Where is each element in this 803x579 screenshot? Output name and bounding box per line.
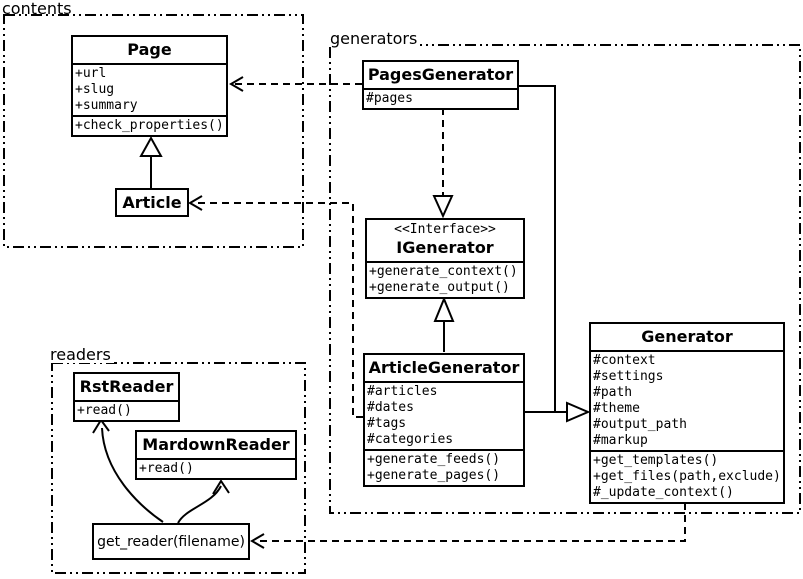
readers-package-border	[51, 362, 306, 574]
class-mardownreader: MardownReader +read()	[135, 430, 297, 480]
stereotype: <<Interface>>	[394, 222, 496, 237]
class-page: Page +url +slug +summary +check_properti…	[71, 35, 228, 137]
method: +get_files(path,exclude)	[593, 469, 781, 484]
attributes-compartment: #context #settings #path #theme #output_…	[591, 350, 783, 450]
generators-package-label: generators	[330, 30, 421, 47]
methods-compartment: +generate_feeds() +generate_pages()	[365, 449, 523, 485]
attribute: #path	[593, 385, 633, 400]
attribute: #settings	[593, 369, 664, 384]
class-generator: Generator #context #settings #path #them…	[589, 322, 785, 504]
class-title: MardownReader	[142, 435, 290, 454]
generalization-articlegenerator-to-igenerator	[433, 296, 455, 352]
attribute: #markup	[593, 433, 648, 448]
realization-pagesgenerator-to-igenerator	[432, 108, 454, 219]
class-title: ArticleGenerator	[368, 358, 520, 377]
attribute: #dates	[367, 400, 414, 415]
class-title: Generator	[641, 327, 733, 346]
attribute: #tags	[367, 416, 407, 431]
method: +get_templates()	[593, 453, 719, 468]
attribute: +url	[75, 66, 107, 81]
class-title: IGenerator	[396, 238, 494, 257]
get-reader-label: get_reader(filename)	[97, 533, 245, 550]
class-title: RstReader	[79, 377, 174, 396]
attribute: #output_path	[593, 417, 687, 432]
generalization-generators-to-generator	[519, 85, 591, 423]
attribute: +summary	[75, 98, 138, 113]
generators-package-border	[329, 44, 801, 514]
dependency-pagesgenerator-to-page	[229, 76, 362, 92]
attribute: +slug	[75, 82, 115, 97]
method: +generate_feeds()	[367, 452, 501, 467]
method: +read()	[77, 403, 132, 418]
class-title: Page	[127, 40, 172, 59]
method: #_update_context()	[593, 485, 734, 500]
class-title: Article	[122, 193, 182, 212]
get-reader-box: get_reader(filename)	[92, 523, 250, 560]
attribute: #categories	[367, 432, 454, 447]
generalization-article-to-page	[139, 135, 163, 188]
readers-package-label: readers	[50, 346, 114, 363]
arrow-get-reader-to-mardownreader	[177, 479, 230, 524]
class-articlegenerator: ArticleGenerator #articles #dates #tags …	[363, 353, 525, 487]
methods-compartment: +generate_context() +generate_output()	[367, 261, 523, 297]
method: +check_properties()	[75, 118, 224, 133]
method: +read()	[139, 461, 194, 476]
method: +generate_context()	[369, 264, 518, 279]
method: +generate_pages()	[367, 468, 501, 483]
class-rstreader: RstReader +read()	[73, 372, 180, 422]
methods-compartment: +read()	[75, 400, 178, 420]
dependency-generator-to-get-reader	[250, 503, 686, 549]
attribute: #pages	[366, 91, 413, 106]
attribute: #articles	[367, 384, 438, 399]
attribute: #theme	[593, 401, 640, 416]
methods-compartment: +get_templates() +get_files(path,exclude…	[591, 450, 783, 502]
attributes-compartment: #pages	[364, 88, 517, 108]
methods-compartment: +read()	[137, 458, 295, 478]
contents-package-label: contents	[2, 0, 72, 18]
class-pagesgenerator: PagesGenerator #pages	[362, 60, 519, 110]
contents-package-border	[3, 14, 304, 248]
class-title: PagesGenerator	[367, 65, 514, 84]
attributes-compartment: #articles #dates #tags #categories	[365, 381, 523, 449]
methods-compartment: +check_properties()	[73, 115, 226, 135]
attribute: #context	[593, 353, 656, 368]
class-article: Article	[115, 188, 189, 217]
class-igenerator: <<Interface>> IGenerator +generate_conte…	[365, 218, 525, 299]
method: +generate_output()	[369, 280, 510, 295]
attributes-compartment: +url +slug +summary	[73, 63, 226, 115]
dependency-articlegenerator-to-article	[188, 195, 363, 418]
